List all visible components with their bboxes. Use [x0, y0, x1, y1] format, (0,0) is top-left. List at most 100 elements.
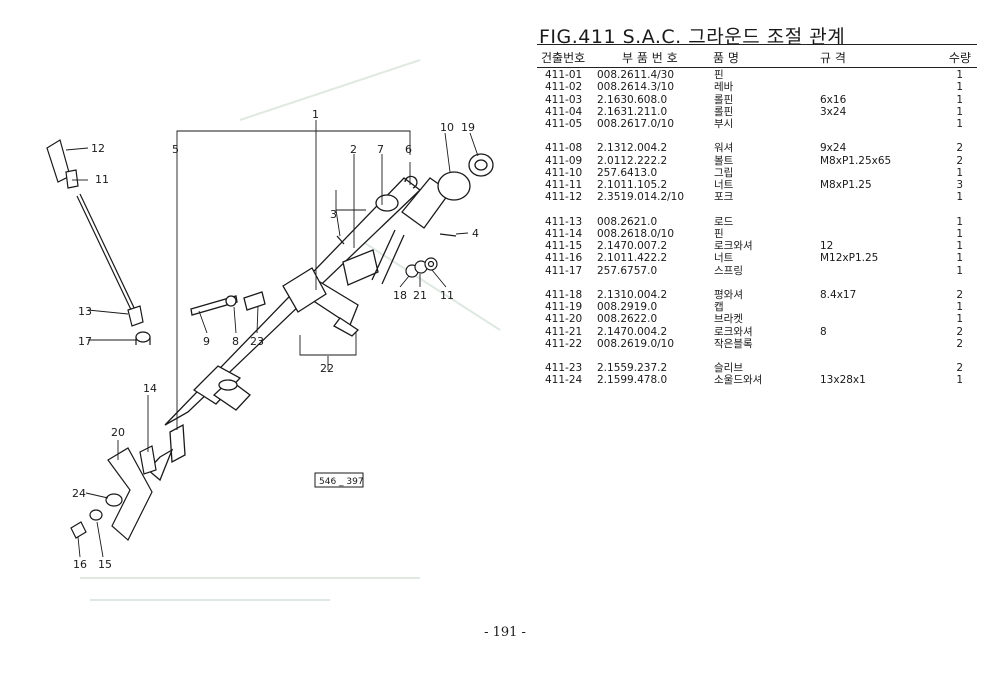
- cell-qty: 1: [956, 81, 963, 94]
- cell-qty: 1: [956, 374, 963, 387]
- cell-fig-no: 411-23: [545, 362, 583, 374]
- callout-5: 5: [172, 143, 179, 156]
- cell-part-no: 008.2621.0: [597, 215, 658, 228]
- cell-name: 레바: [714, 81, 734, 94]
- callout-10: 10: [440, 121, 454, 134]
- cell-qty: 1: [956, 69, 963, 81]
- cell-qty: 1: [956, 301, 963, 313]
- bracket-assembly: [70, 445, 157, 541]
- parts-table-header: 건출번호 부 품 번 호 품 명 규 격 수량: [537, 49, 977, 66]
- table-row: 411-19 008.2919.0 캡 1: [537, 301, 977, 313]
- cell-fig-no: 411-18: [545, 288, 583, 301]
- cell-name: 캡: [714, 301, 724, 313]
- cell-qty: 2: [956, 154, 963, 167]
- cell-part-no: 257.6413.0: [597, 166, 658, 179]
- figure-title: FIG.411 S.A.C. 그라운드 조절 관계: [539, 26, 846, 48]
- callout-11b: 11: [95, 173, 109, 186]
- cell-name: 로크와셔: [714, 325, 753, 338]
- cell-part-no: 008.2614.3/10: [597, 81, 675, 94]
- callout-16: 16: [73, 558, 87, 571]
- header-name: 품 명: [713, 51, 739, 65]
- cell-part-no: 008.2618.0/10: [597, 227, 675, 240]
- cell-name: 워셔: [714, 142, 734, 155]
- cell-spec: 3x24: [820, 105, 847, 118]
- cell-part-no: 2.1630.608.0: [597, 93, 668, 106]
- cell-qty: 1: [956, 240, 963, 252]
- cell-part-no: 2.0112.222.2: [597, 154, 668, 167]
- cell-qty: 2: [956, 362, 963, 374]
- cell-fig-no: 411-04: [545, 105, 583, 118]
- page-number: - 191 -: [484, 625, 526, 640]
- cell-spec: M12xP1.25: [820, 252, 879, 265]
- cell-fig-no: 411-05: [545, 118, 583, 130]
- callout-7: 7: [377, 143, 384, 156]
- cell-part-no: 008.2919.0: [597, 301, 658, 313]
- cell-spec: M8xP1.25x65: [820, 154, 892, 167]
- washers-and-nuts: [405, 257, 438, 278]
- callout-19: 19: [461, 121, 475, 134]
- cell-name: 슬리브: [714, 362, 743, 374]
- cell-qty: 2: [956, 142, 963, 155]
- cell-name: 스프링: [714, 264, 743, 277]
- cell-part-no: 2.1631.211.0: [597, 105, 668, 118]
- header-part-no: 부 품 번 호: [622, 51, 678, 65]
- header-spec: 규 격: [820, 51, 846, 65]
- bleed-through-lines: [80, 59, 501, 601]
- cell-part-no: 2.1011.422.2: [597, 252, 668, 265]
- cell-qty: 1: [956, 191, 963, 204]
- cell-qty: 1: [956, 252, 963, 265]
- cell-name: 롤핀: [714, 105, 734, 118]
- callout-20: 20: [111, 426, 125, 439]
- cell-spec: M8xP1.25: [820, 179, 872, 191]
- cell-part-no: 2.1470.004.2: [597, 325, 668, 338]
- cell-fig-no: 411-19: [545, 301, 583, 313]
- cell-qty: 1: [956, 118, 963, 130]
- cell-fig-no: 411-01: [545, 69, 583, 81]
- cell-spec: 8.4x17: [820, 288, 857, 301]
- cell-fig-no: 411-14: [545, 227, 583, 240]
- callout-14: 14: [143, 382, 157, 395]
- callout-8: 8: [232, 335, 239, 348]
- cell-qty: 1: [956, 93, 963, 106]
- exploded-parts-diagram: 1 2 3 4 5 6 7 8 9 10 11 11 12 13 14 15 1…: [46, 59, 501, 601]
- cell-part-no: 008.2622.0: [597, 313, 658, 326]
- cell-qty: 1: [956, 215, 963, 228]
- cell-part-no: 2.1011.105.2: [597, 179, 668, 191]
- leader-lines: [65, 120, 479, 558]
- cell-qty: 1: [956, 313, 963, 326]
- cell-fig-no: 411-15: [545, 240, 583, 252]
- cell-name: 너트: [714, 252, 734, 265]
- callout-12: 12: [91, 142, 105, 155]
- cell-fig-no: 411-02: [545, 81, 583, 94]
- callout-24: 24: [72, 487, 86, 500]
- cell-name: 작은블록: [714, 337, 753, 350]
- cell-name: 핀: [714, 69, 724, 81]
- callout-2: 2: [350, 143, 357, 156]
- cell-fig-no: 411-13: [545, 215, 583, 228]
- callout-3: 3: [330, 208, 337, 221]
- cell-name: 소울드와셔: [714, 374, 763, 387]
- cell-name: 포크: [714, 191, 734, 204]
- shaft-assembly: [147, 153, 494, 482]
- cell-name: 너트: [714, 179, 734, 191]
- cell-fig-no: 411-03: [545, 93, 583, 106]
- cell-name: 롤핀: [714, 93, 734, 106]
- diagram-code: 546 _ 397: [319, 477, 364, 487]
- diagram-code-box: [314, 472, 364, 488]
- cell-part-no: 2.1470.007.2: [597, 240, 668, 252]
- callout-15: 15: [98, 558, 112, 571]
- callout-21: 21: [413, 289, 427, 302]
